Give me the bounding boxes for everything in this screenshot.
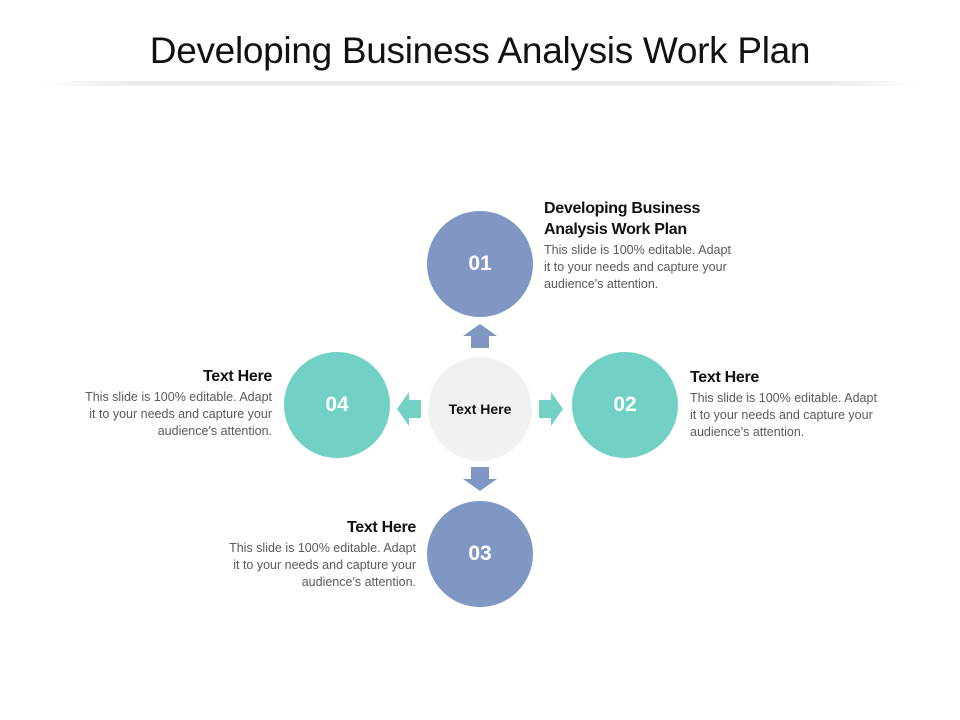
- arrow-right-icon: [539, 392, 563, 426]
- step-01-text: Developing Business Analysis Work Plan T…: [544, 198, 784, 293]
- step-04-circle: 04: [284, 352, 390, 458]
- step-04-body-line1: This slide is 100% editable. Adapt: [85, 390, 272, 404]
- slide-title: Developing Business Analysis Work Plan: [149, 30, 811, 71]
- step-01-body-line1: This slide is 100% editable. Adapt: [544, 243, 731, 257]
- step-04-heading: Text Here: [202, 368, 272, 385]
- step-02-body-line3: audience's attention.: [690, 425, 805, 439]
- step-04-body: This slide is 100% editable. Adapt it to…: [32, 389, 272, 440]
- step-04-body-line2: it to your needs and capture your: [89, 407, 272, 421]
- step-03-number: 03: [468, 542, 492, 565]
- step-02-circle: 02: [572, 352, 678, 458]
- step-01-heading-line1: Developing Business: [544, 200, 701, 217]
- step-02-number: 02: [613, 393, 637, 416]
- step-03-body-line3: audience's attention.: [301, 575, 416, 589]
- title-divider: [40, 81, 920, 86]
- step-02-text: Text Here This slide is 100% editable. A…: [690, 367, 930, 441]
- step-01-body-line2: it to your needs and capture your: [544, 260, 727, 274]
- arrow-left-icon: [397, 392, 421, 426]
- step-03-body: This slide is 100% editable. Adapt it to…: [176, 540, 416, 591]
- step-03-text: Text Here This slide is 100% editable. A…: [176, 517, 416, 591]
- step-04-body-line3: audience's attention.: [157, 424, 272, 438]
- step-03-body-line2: it to your needs and capture your: [233, 558, 416, 572]
- step-02-body: This slide is 100% editable. Adapt it to…: [690, 390, 930, 441]
- step-01-number: 01: [468, 252, 492, 275]
- step-01-circle: 01: [427, 211, 533, 317]
- center-label: Text Here: [448, 401, 512, 417]
- center-hub: Text Here: [428, 357, 532, 461]
- step-03-heading: Text Here: [346, 519, 416, 536]
- step-01-body: This slide is 100% editable. Adapt it to…: [544, 242, 784, 293]
- arrow-down-icon: [463, 467, 497, 491]
- step-01-heading-line2: Analysis Work Plan: [544, 221, 687, 238]
- step-04-text: Text Here This slide is 100% editable. A…: [32, 366, 272, 440]
- step-01-body-line3: audience's attention.: [544, 277, 659, 291]
- step-03-circle: 03: [427, 501, 533, 607]
- step-02-heading: Text Here: [690, 369, 760, 386]
- step-02-body-line2: it to your needs and capture your: [690, 408, 873, 422]
- step-04-number: 04: [325, 393, 349, 416]
- step-03-body-line1: This slide is 100% editable. Adapt: [229, 541, 416, 555]
- step-02-body-line1: This slide is 100% editable. Adapt: [690, 391, 877, 405]
- step-01-heading: Developing Business Analysis Work Plan: [544, 198, 784, 240]
- arrow-up-icon: [463, 324, 497, 348]
